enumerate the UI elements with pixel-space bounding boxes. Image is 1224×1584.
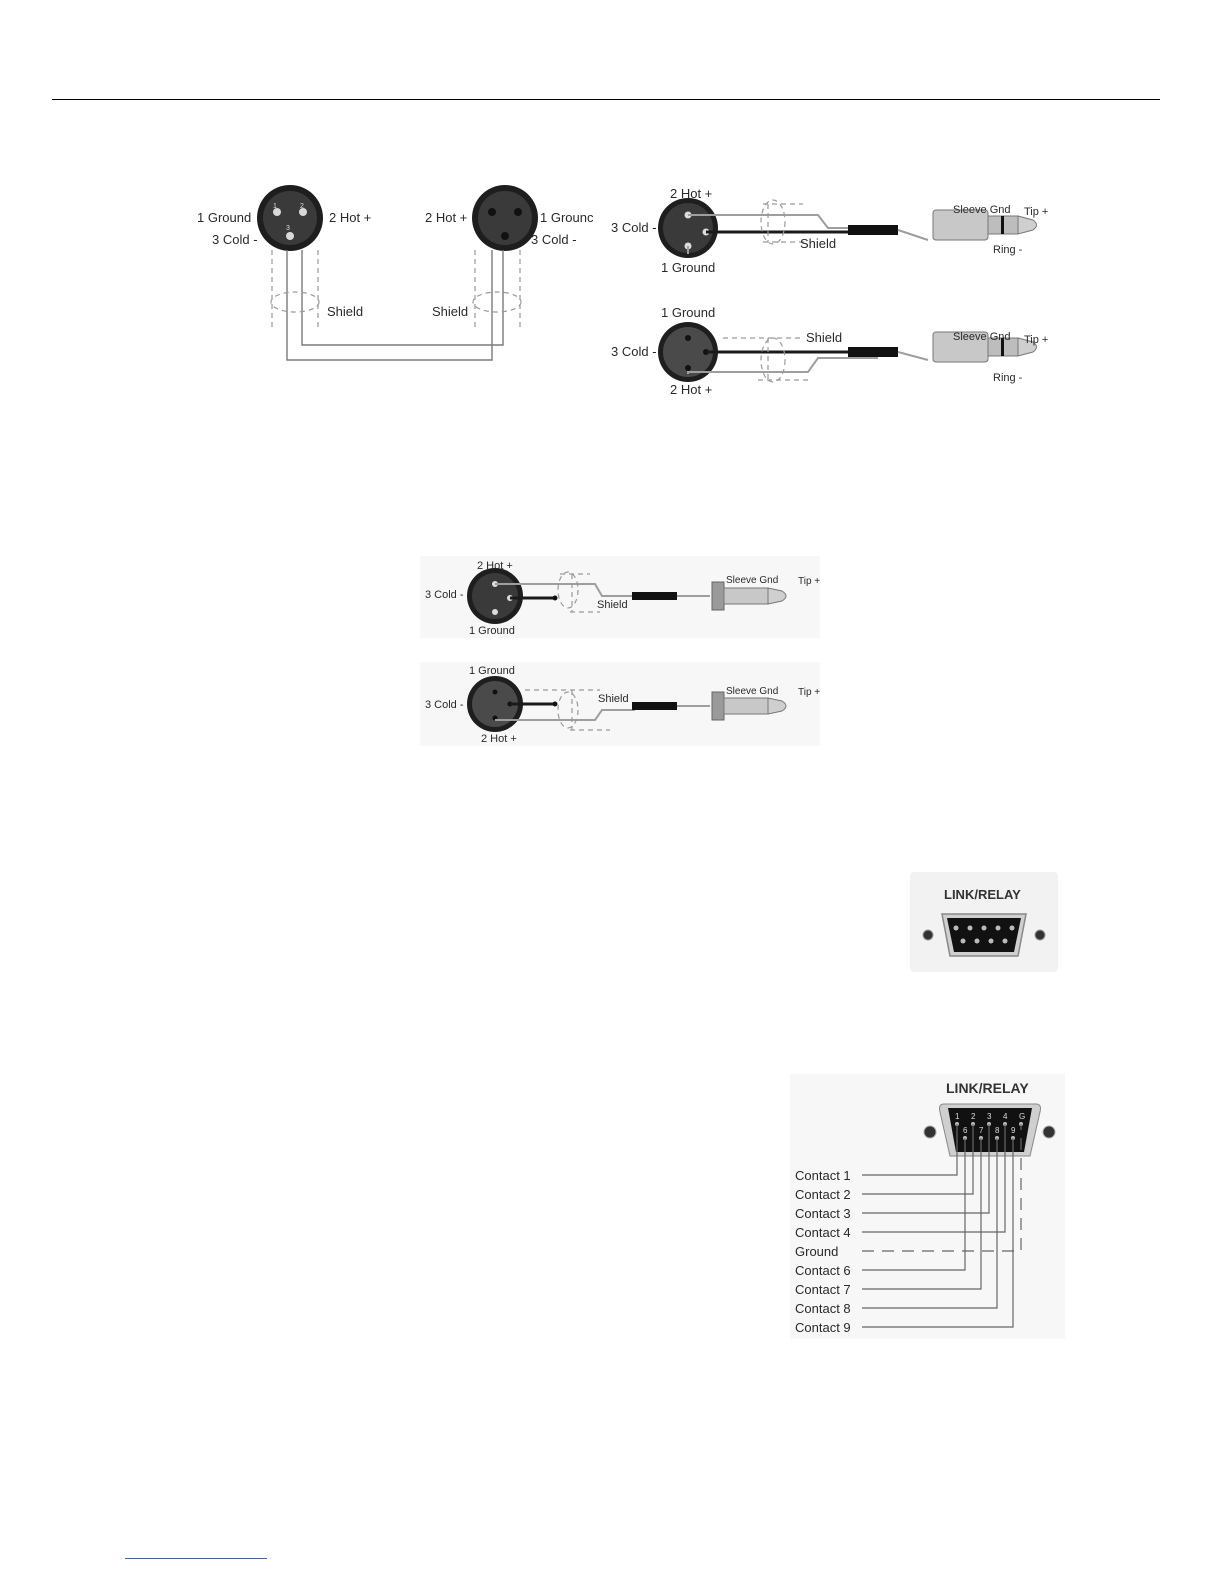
link-relay-port-label: LINK/RELAY [944, 887, 1021, 902]
hot-wire [687, 357, 878, 374]
pin1-label: 1 Ground [661, 260, 715, 275]
right-screw-icon [1042, 1125, 1056, 1139]
shield-label: Shield [598, 693, 629, 705]
tip-label: Tip + [798, 576, 820, 587]
pin-number-2: 2 [300, 203, 304, 210]
contact-1-label: Contact 1 [795, 1168, 851, 1183]
shield-lines [525, 689, 610, 731]
shield-left-ellipse [270, 291, 320, 313]
sleeve-wire [897, 229, 929, 241]
contact-2-label: Contact 2 [795, 1187, 851, 1202]
left-screw-icon [922, 929, 934, 941]
ts-plug [711, 581, 787, 611]
shield-label: Shield [597, 599, 628, 611]
left-screw-icon [923, 1125, 937, 1139]
sleeve-label: Sleeve Gnd [953, 331, 1010, 343]
tip-label: Tip + [798, 687, 820, 698]
contact-4-label: Contact 4 [795, 1225, 851, 1240]
trs-plug [932, 209, 1037, 241]
pin-2: 2 [971, 1112, 976, 1121]
contact-3-label: Contact 3 [795, 1206, 851, 1221]
shield-ellipse [557, 571, 579, 609]
hot-wire [495, 583, 635, 597]
link-relay-pinout-label: LINK/RELAY [946, 1080, 1029, 1096]
contact-8-label: Contact 8 [795, 1301, 851, 1316]
cable-jacket [848, 347, 898, 357]
footer-link-rule[interactable] [125, 1558, 267, 1559]
contact-9-label: Contact 9 [795, 1320, 851, 1335]
pin-6: 6 [963, 1126, 968, 1135]
right-pin3-label: 3 Cold - [531, 232, 577, 247]
pin-3: 3 [987, 1112, 992, 1121]
left-pin2-label: 2 Hot + [329, 210, 371, 225]
wire-hot [286, 250, 493, 361]
shield-left-label: Shield [327, 304, 363, 319]
tip-label: Tip + [1024, 334, 1048, 346]
right-pin1-label: 1 Grounc [540, 210, 594, 225]
pin-8: 8 [995, 1126, 1000, 1135]
xlr-to-ts-female-diagram: 1 Ground 3 Cold - 2 Hot + Shield Sleeve … [420, 662, 820, 746]
shield-ellipse [760, 337, 786, 383]
tip-label: Tip + [1024, 206, 1048, 218]
shield-ellipse [557, 691, 579, 729]
pin3-label: 3 Cold - [425, 699, 464, 711]
header-rule [52, 99, 1160, 100]
xlr-male-connector-left: 1 2 3 [257, 185, 323, 251]
sleeve-wire [897, 351, 929, 361]
right-screw-icon [1034, 929, 1046, 941]
xlr-female-connector-right [472, 185, 538, 251]
pin-9: 9 [1011, 1126, 1016, 1135]
ground-label: Ground [795, 1244, 838, 1259]
wire-cold [301, 250, 504, 346]
pin1-label: 1 Ground [469, 665, 515, 677]
shield-label: Shield [806, 330, 842, 345]
xlr-to-trs-male-diagram: 2 Hot + 3 Cold - 1 Ground Shield Sleeve … [611, 186, 1048, 275]
pin2-label: 2 Hot + [670, 382, 712, 397]
shield-right-ellipse [472, 291, 522, 313]
ring-label: Ring - [993, 244, 1023, 256]
xlr-to-xlr-diagram: 1 2 3 1 Ground 2 Hot + 3 Cold - 2 Hot + … [197, 185, 594, 361]
contact-7-label: Contact 7 [795, 1282, 851, 1297]
pin2-label: 2 Hot + [670, 186, 712, 201]
sleeve-label: Sleeve Gnd [726, 686, 778, 697]
shield-ellipse [760, 199, 786, 245]
hot-wire [495, 709, 635, 721]
xlr-to-trs-female-diagram: 1 Ground 3 Cold - 2 Hot + Shield Sleeve … [611, 305, 1048, 397]
trs-plug [932, 331, 1037, 363]
pin-4: 4 [1003, 1112, 1008, 1121]
left-pin3-label: 3 Cold - [212, 232, 258, 247]
left-pin1-label: 1 Ground [197, 210, 251, 225]
shield-right-label: Shield [432, 304, 468, 319]
pin3-label: 3 Cold - [611, 220, 657, 235]
pin3-label: 3 Cold - [611, 344, 657, 359]
pin1-label: 1 Ground [469, 625, 515, 637]
pin-1: 1 [955, 1112, 960, 1121]
xlr-to-ts-male-diagram: 2 Hot + 3 Cold - 1 Ground Shield Sleeve … [420, 556, 820, 638]
cable-jacket [848, 225, 898, 235]
shield-lines [763, 203, 808, 243]
link-relay-port: LINK/RELAY [910, 872, 1058, 972]
sleeve-label: Sleeve Gnd [953, 204, 1010, 216]
pin-7: 7 [979, 1126, 984, 1135]
shield-label: Shield [800, 236, 836, 251]
sleeve-label: Sleeve Gnd [726, 575, 778, 586]
pin-ground: G [1019, 1112, 1025, 1121]
cable-jacket [632, 592, 677, 600]
pin2-label: 2 Hot + [477, 560, 513, 572]
contact-6-label: Contact 6 [795, 1263, 851, 1278]
link-relay-pinout-diagram: LINK/RELAY 1 2 3 4 G 6 7 8 9 Contact 1 C… [790, 1074, 1065, 1339]
pin-number-3: 3 [286, 225, 290, 232]
shield-lines [560, 573, 600, 613]
pin-number-1: 1 [273, 203, 277, 210]
db9-pins [953, 925, 1015, 944]
pin3-label: 3 Cold - [425, 589, 464, 601]
pin1-label: 1 Ground [661, 305, 715, 320]
pin2-label: 2 Hot + [481, 733, 517, 745]
shield-lines [723, 337, 808, 381]
ts-plug [711, 691, 787, 721]
ring-label: Ring - [993, 372, 1023, 384]
right-pin2-label: 2 Hot + [425, 210, 467, 225]
cable-jacket [632, 702, 677, 710]
